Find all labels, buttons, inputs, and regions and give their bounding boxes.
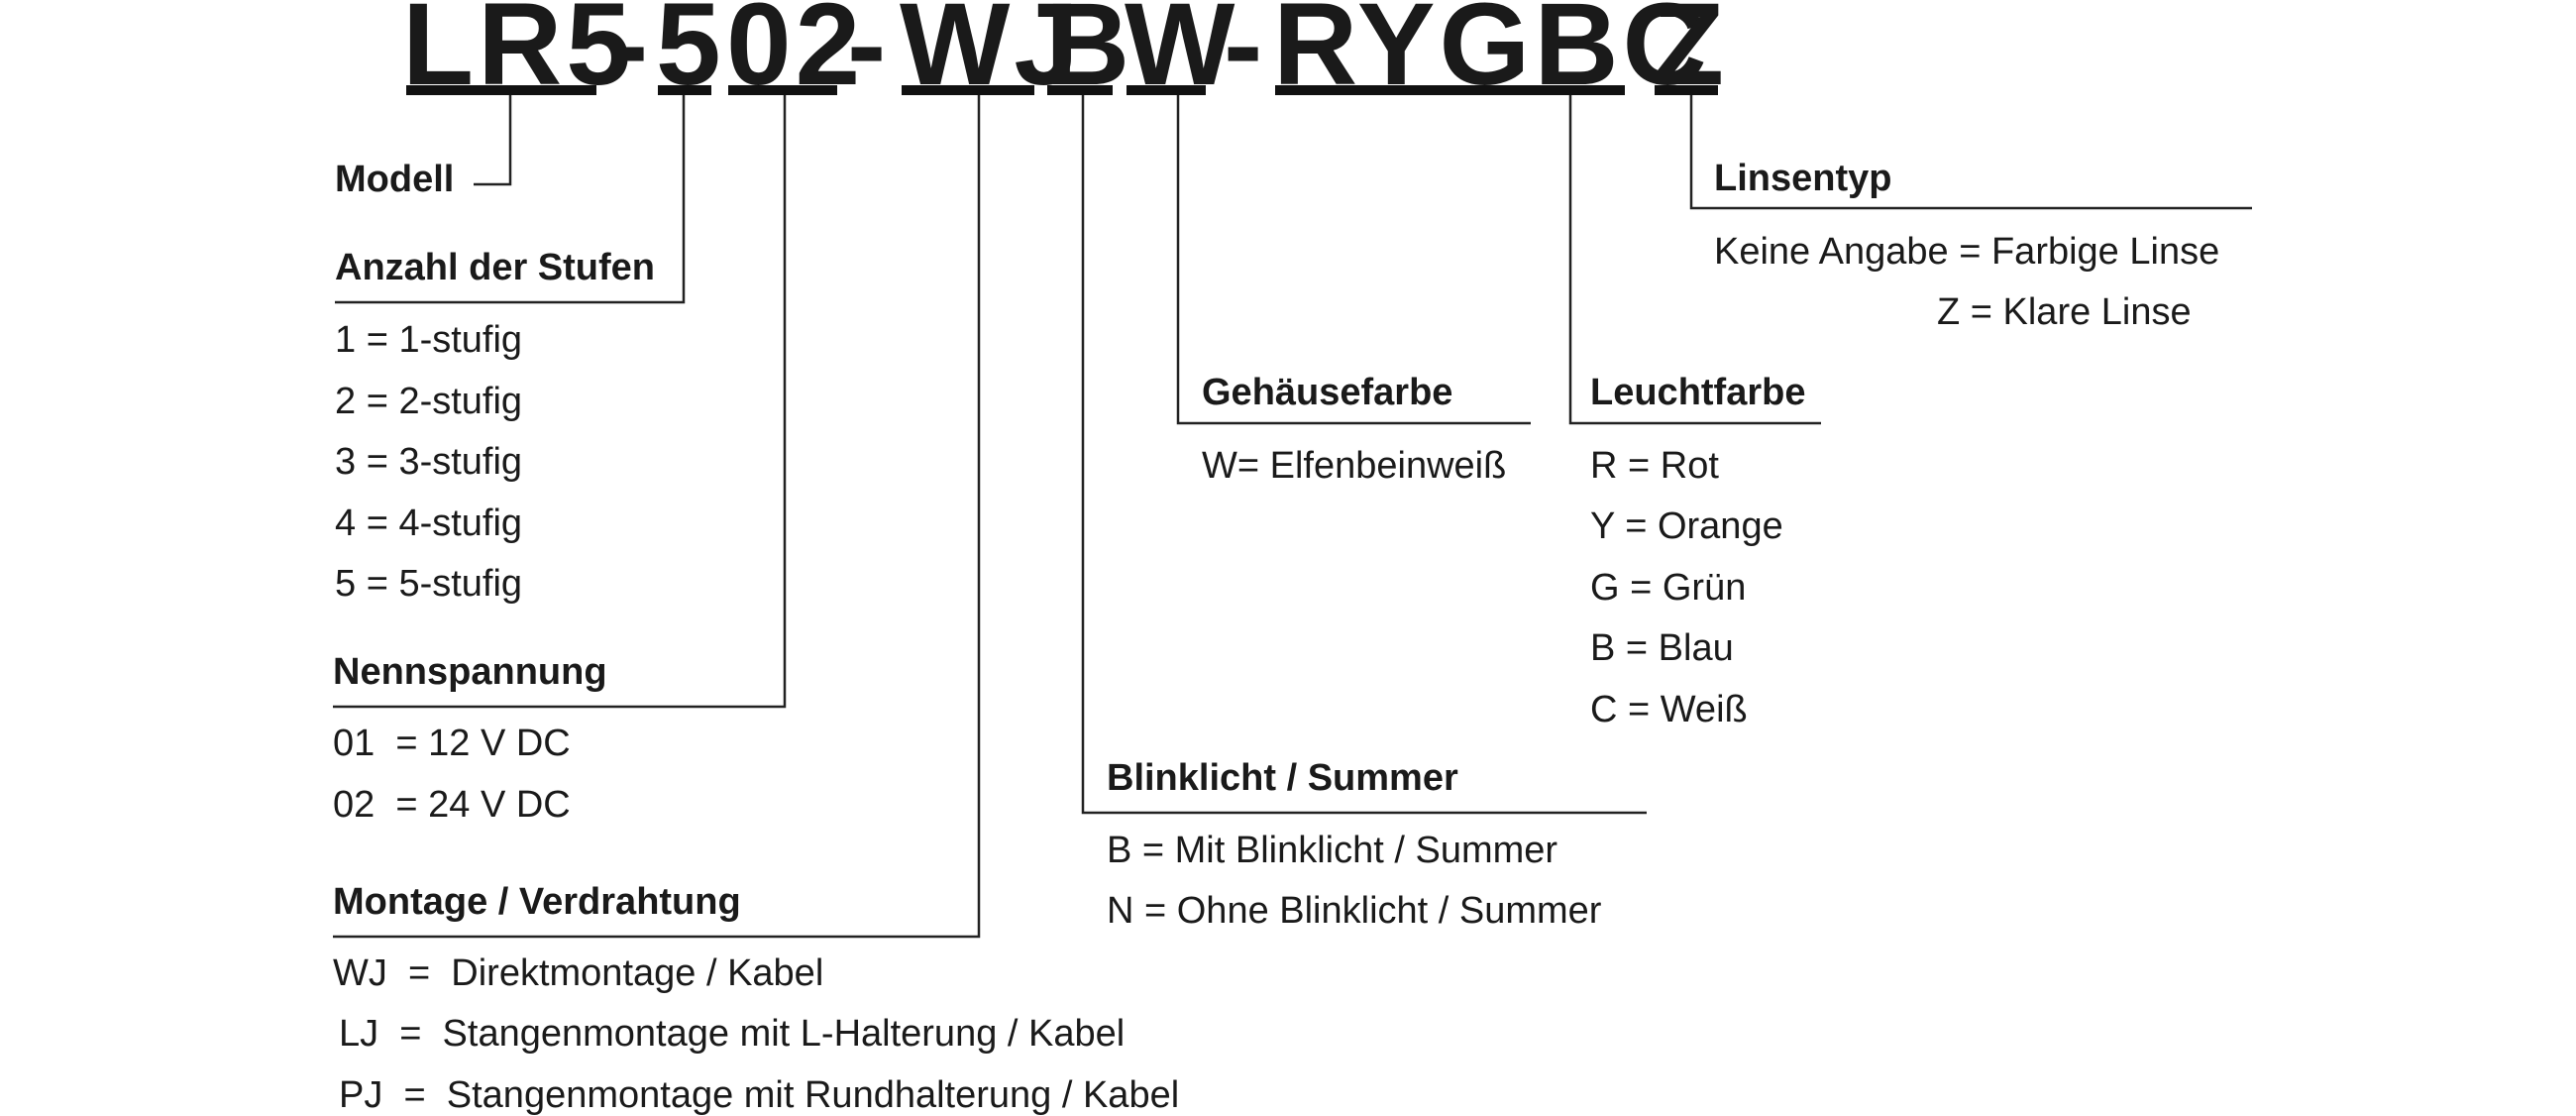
stufen-item: 2 = 2-stufig (335, 381, 523, 422)
underline-stufen (658, 85, 711, 95)
connector-linsentyp (1689, 95, 2252, 210)
group-modell-title: Modell (335, 159, 455, 200)
connector-leuchtfarbe (1568, 95, 1821, 425)
leuchtfarbe-item: C = Weiß (1590, 689, 1748, 730)
connector-nennspannung (333, 95, 787, 709)
code-part-dash: - (847, 0, 891, 110)
underline-spannung (728, 85, 837, 95)
underline-montage (902, 85, 1034, 95)
linsentyp-item: Z = Klare Linse (1937, 291, 2192, 333)
leuchtfarbe-item: B = Blau (1590, 627, 1734, 669)
group-linsentyp-title: Linsentyp (1714, 158, 1892, 199)
underline-linsentyp (1655, 85, 1718, 95)
gehaeuse-item: W= Elfenbeinweiß (1202, 445, 1507, 487)
code-part-dash: - (1224, 0, 1267, 110)
stufen-item: 1 = 1-stufig (335, 319, 523, 361)
nennspannung-item: 02 = 24 V DC (333, 784, 571, 826)
underline-blinklicht (1047, 85, 1113, 95)
connector-modell (474, 95, 512, 186)
connector-blinklicht (1081, 95, 1647, 815)
nennspannung-item: 01 = 12 V DC (333, 723, 571, 764)
group-nennspannung-title: Nennspannung (333, 651, 607, 693)
underline-model (406, 85, 596, 95)
group-blinklicht-title: Blinklicht / Summer (1107, 757, 1458, 799)
connector-gehaeuse (1176, 95, 1531, 425)
underline-leuchtfarbe (1275, 85, 1625, 95)
connector-stufen (335, 95, 686, 304)
group-gehaeuse-title: Gehäusefarbe (1202, 372, 1453, 413)
leuchtfarbe-item: R = Rot (1590, 445, 1719, 487)
leuchtfarbe-item: G = Grün (1590, 567, 1747, 609)
blinklicht-item: N = Ohne Blinklicht / Summer (1107, 890, 1602, 932)
connector-montage (333, 95, 981, 939)
group-montage-title: Montage / Verdrahtung (333, 881, 741, 923)
underline-gehaeuse (1127, 85, 1206, 95)
group-leuchtfarbe-title: Leuchtfarbe (1590, 372, 1806, 413)
stufen-item: 5 = 5-stufig (335, 563, 523, 605)
stufen-item: 4 = 4-stufig (335, 502, 523, 544)
group-stufen-title: Anzahl der Stufen (335, 247, 656, 288)
montage-item: WJ = Direktmontage / Kabel (333, 952, 824, 994)
montage-item: LJ = Stangenmontage mit L-Halterung / Ka… (339, 1013, 1126, 1055)
leuchtfarbe-item: Y = Orange (1590, 505, 1783, 547)
code-part-dash: - (609, 0, 653, 110)
montage-item: PJ = Stangenmontage mit Rundhalterung / … (339, 1074, 1180, 1116)
linsentyp-item: Keine Angabe = Farbige Linse (1714, 231, 2220, 273)
blinklicht-item: B = Mit Blinklicht / Summer (1107, 830, 1558, 871)
stufen-item: 3 = 3-stufig (335, 441, 523, 483)
